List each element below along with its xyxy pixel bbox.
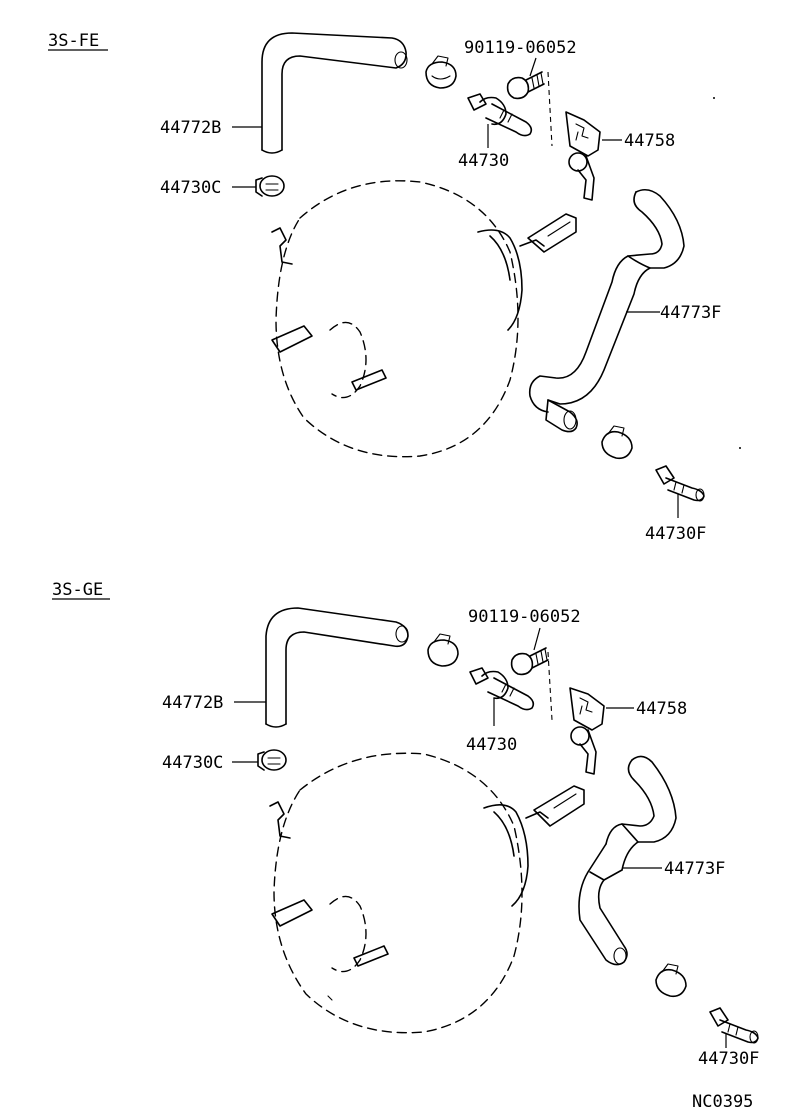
hose-clamp-part [425,55,457,89]
bolt-alignment-dash [547,651,553,721]
section-title: 3S-FE [48,31,99,51]
label-hose-upper: 44772B [162,693,223,713]
section-title: 3S-GE [52,580,103,600]
brake-booster-body [271,180,577,458]
label-bracket: 44758 [636,699,687,719]
label-bracket: 44758 [624,131,675,151]
vacuum-union-part [469,667,535,711]
brake-booster-body [269,752,585,1034]
vacuum-hose-upper-part [261,32,408,154]
bracket-part [569,687,605,775]
bolt-part [506,71,545,100]
bolt-part [510,647,549,676]
clamp-part [257,749,287,771]
label-hose-lower: 44773F [660,303,721,323]
stray-dot [713,97,715,99]
check-valve-part [709,1007,759,1044]
clamp-part [255,175,285,197]
diagram-code: NC0395 [692,1092,753,1112]
label-union: 44730 [466,735,517,755]
vacuum-hose-upper-part [265,607,409,728]
label-hose-upper: 44772B [160,118,221,138]
vacuum-hose-lower-part [528,188,685,433]
section-3s-fe: 3S-FE 44772B 90119-06052 [48,31,721,544]
bolt-alignment-dash [547,71,553,147]
hose-clamp-part [655,963,687,998]
section-3s-ge: 3S-GE 44772B 90119-06052 [52,580,759,1069]
leader-line [529,57,537,77]
label-bolt: 90119-06052 [464,38,577,58]
hose-clamp-part [601,425,633,460]
label-check-valve: 44730F [698,1049,759,1069]
label-clamp: 44730C [162,753,223,773]
vacuum-hose-lower-part [578,755,677,966]
hose-clamp-part [427,633,459,667]
label-clamp: 44730C [160,178,221,198]
stray-dot [739,447,741,449]
label-check-valve: 44730F [645,524,706,544]
vacuum-union-part [467,93,533,137]
label-hose-lower: 44773F [664,859,725,879]
check-valve-part [655,465,705,502]
label-union: 44730 [458,151,509,171]
leader-line [533,627,541,651]
label-bolt: 90119-06052 [468,607,581,627]
bracket-part [565,111,601,201]
